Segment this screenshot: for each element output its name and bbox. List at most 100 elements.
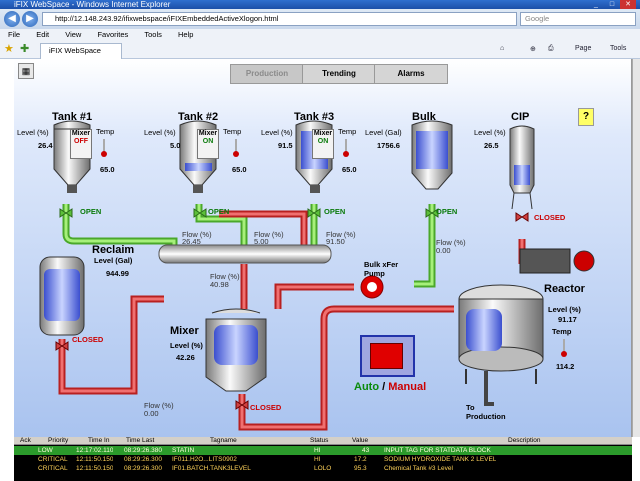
tank2-level-value: 5.0 [170, 141, 181, 150]
tank1-mixer-state: OFF [74, 138, 88, 145]
tank2-mixer-state: ON [202, 138, 214, 145]
alarm-status: HI [314, 447, 321, 454]
transfer-pump-icon [360, 275, 384, 299]
vertical-scrollbar[interactable] [632, 59, 640, 437]
tab-ifix-webspace[interactable]: iFIX WebSpace [40, 43, 122, 59]
cip-vessel [509, 125, 535, 210]
alarm-status: HI [314, 456, 321, 463]
alarm-time-in: 12:11:50.150 [76, 456, 114, 463]
tank3-mixer-state: ON [317, 138, 329, 145]
forward-icon[interactable]: ▶ [22, 11, 38, 27]
tank3-mixer-label: Mixer [313, 130, 333, 137]
alarm-row[interactable]: CRITICAL 12:11:50.150 08:29:26.300 IF011… [14, 455, 632, 464]
mixer-flow-in-value: 40.98 [210, 280, 229, 289]
bulk-flow-label: Flow (%) [436, 238, 466, 247]
alarm-time-last: 08:29:26.380 [124, 447, 162, 454]
add-favorite-icon[interactable]: ✚ [20, 43, 30, 55]
cip-title: CIP [511, 111, 530, 123]
col-priority[interactable]: Priority [48, 437, 69, 444]
tank3-level-value: 91.5 [278, 141, 293, 150]
print-icon[interactable]: ⎙ [548, 45, 554, 52]
alarm-row[interactable]: CRITICAL 12:11:50.150 08:29:26.300 IF01.… [14, 464, 632, 473]
trending-button[interactable]: Trending [302, 64, 376, 84]
page-content: ▦ Production Trending Alarms ? Tank #1 L… [0, 59, 640, 481]
tank3-temp-label: Temp [338, 127, 357, 136]
close-icon[interactable]: ✕ [620, 0, 636, 9]
cip-pump [519, 248, 595, 274]
tank2-level-label: Level (%) [144, 128, 176, 137]
menu-help[interactable]: Help [177, 30, 194, 39]
reactor-level-value: 91.17 [558, 315, 577, 324]
tank2-mixer-label: Mixer [198, 130, 218, 137]
auto-label: Auto [354, 381, 380, 393]
tank1-level-value: 26.4 [38, 141, 53, 150]
tank1-temp-label: Temp [96, 127, 115, 136]
reactor-vessel [458, 284, 544, 406]
search-input[interactable]: Google [520, 12, 636, 26]
menu-edit[interactable]: Edit [36, 30, 50, 39]
minimize-icon[interactable]: _ [594, 1, 598, 8]
home-button[interactable]: ▦ [18, 63, 34, 79]
col-time-last[interactable]: Time Last [126, 437, 155, 444]
reactor-temp-label: Temp [552, 327, 572, 336]
tab-bar: ★ ✚ iFIX WebSpace ⌂ ⊕ ⎙ Page Tools [0, 41, 640, 59]
reclaim-level-value: 944.99 [106, 269, 129, 278]
alarms-button[interactable]: Alarms [374, 64, 448, 84]
alarm-description: SODIUM HYDROXIDE TANK 2 LEVEL [384, 456, 497, 463]
bulk-valve-status: OPEN [436, 207, 458, 216]
tank2-flow-label: Flow (%) [254, 230, 284, 239]
window-title-bar: iFIX WebSpace - Windows Internet Explore… [0, 0, 640, 9]
help-button[interactable]: ? [578, 108, 594, 126]
maximize-icon[interactable]: □ [609, 1, 615, 8]
bulk-vessel [411, 120, 453, 190]
alarm-row[interactable]: LOW 12:17:02.110 08:29:26.380 STATIN HI … [14, 446, 632, 455]
tank2-temp-label: Temp [223, 127, 242, 136]
menu-favorites[interactable]: Favorites [97, 30, 129, 39]
address-input[interactable]: http://12.148.243.92/ifixwebspace/iFIXEm… [42, 12, 517, 26]
auto-manual-separator: / [379, 381, 386, 393]
menu-file[interactable]: File [8, 30, 21, 39]
auto-manual-toggle[interactable] [360, 335, 415, 377]
col-description[interactable]: Description [508, 437, 541, 444]
col-tagname[interactable]: Tagname [210, 437, 237, 444]
bulk-level-value: 1756.6 [377, 141, 400, 150]
tank3-flow-value: 91.50 [326, 237, 345, 246]
col-status[interactable]: Status [310, 437, 329, 444]
back-icon[interactable]: ◀ [4, 11, 20, 27]
reactor-thermometer-icon [561, 339, 567, 357]
favorites-star-icon[interactable]: ★ [4, 43, 14, 55]
alarm-time-in: 12:17:02.110 [76, 447, 114, 454]
col-value[interactable]: Value [352, 437, 369, 444]
production-button[interactable]: Production [230, 64, 304, 84]
menu-tools[interactable]: Tools [144, 30, 162, 39]
tank2-flow-value: 5.00 [254, 237, 269, 246]
bulk-title: Bulk [412, 111, 436, 123]
tank3-flow-label: Flow (%) [326, 230, 356, 239]
page-menu[interactable]: Page [575, 45, 592, 52]
col-ack[interactable]: Ack [20, 437, 31, 444]
alarm-description: Chemical Tank #3 Level [384, 465, 453, 472]
home-icon[interactable]: ⌂ [500, 45, 505, 52]
tank2-valve-status: OPEN [208, 207, 230, 216]
alarm-priority: LOW [38, 447, 53, 454]
mixer-vessel [205, 308, 267, 392]
tank1-temp-value: 65.0 [100, 165, 115, 174]
menu-view[interactable]: View [65, 30, 82, 39]
mixer-valve-status: CLOSED [250, 403, 282, 412]
tab-title: iFIX WebSpace [49, 46, 101, 55]
mixer-flow-in-label: Flow (%) [210, 272, 240, 281]
tank3-temp-value: 65.0 [342, 165, 357, 174]
mixer-title: Mixer [170, 325, 199, 337]
feeds-icon[interactable]: ⊕ [530, 46, 536, 53]
alarm-priority: CRITICAL [38, 465, 68, 472]
address-bar-row: ◀ ▶ http://12.148.243.92/ifixwebspace/iF… [0, 9, 640, 29]
alarm-description: INPUT TAG FOR STATDATA BLOCK [384, 447, 491, 454]
tools-menu[interactable]: Tools [610, 45, 627, 52]
reactor-title: Reactor [544, 283, 585, 295]
col-time-in[interactable]: Time In [88, 437, 110, 444]
alarm-time-in: 12:11:50.150 [76, 465, 114, 472]
tank1-flow-label: Flow (%) [182, 230, 212, 239]
